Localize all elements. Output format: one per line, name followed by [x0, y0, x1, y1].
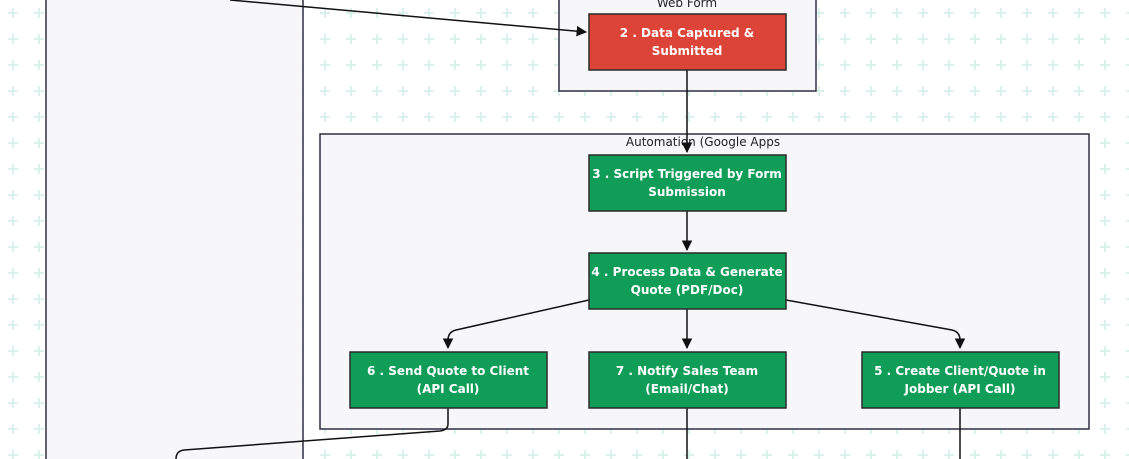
- edges: [175, 0, 966, 459]
- node-7-notify-sales[interactable]: 7 . Notify Sales Team (Email/Chat): [588, 351, 787, 409]
- web-form-group-title: Web Form: [657, 0, 717, 10]
- node-3-line2: Submission: [648, 185, 726, 199]
- node-5-line2: Jobber (API Call): [904, 382, 1016, 396]
- node-2-line1: 2 . Data Captured &: [620, 26, 754, 40]
- edge-n6-down: [175, 408, 449, 459]
- node-5-line1: 5 . Create Client/Quote in: [874, 364, 1046, 378]
- node-2-data-captured[interactable]: 2 . Data Captured & Submitted: [588, 13, 787, 71]
- left-group-panel: [45, 0, 304, 459]
- node-4-process-data[interactable]: 4 . Process Data & Generate Quote (PDF/D…: [588, 252, 787, 310]
- node-5-create-client[interactable]: 5 . Create Client/Quote in Jobber (API C…: [861, 351, 1060, 409]
- edge-n4-to-n6: [442, 299, 590, 350]
- edge-n4-to-n5: [785, 299, 966, 350]
- node-3-line1: 3 . Script Triggered by Form: [592, 167, 782, 181]
- node-7-line1: 7 . Notify Sales Team: [616, 364, 758, 378]
- node-3-script-triggered[interactable]: 3 . Script Triggered by Form Submission: [588, 154, 787, 212]
- node-6-line1: 6 . Send Quote to Client: [367, 364, 529, 378]
- node-7-line2: (Email/Chat): [645, 382, 729, 396]
- node-6-line2: (API Call): [417, 382, 480, 396]
- edge-offscreen-to-n2: [229, 0, 588, 37]
- automation-group-title: Automation (Google Apps: [626, 135, 780, 149]
- node-6-send-quote[interactable]: 6 . Send Quote to Client (API Call): [349, 351, 548, 409]
- node-2-line2: Submitted: [652, 44, 723, 58]
- node-4-line1: 4 . Process Data & Generate: [591, 265, 782, 279]
- node-4-line2: Quote (PDF/Doc): [631, 283, 744, 297]
